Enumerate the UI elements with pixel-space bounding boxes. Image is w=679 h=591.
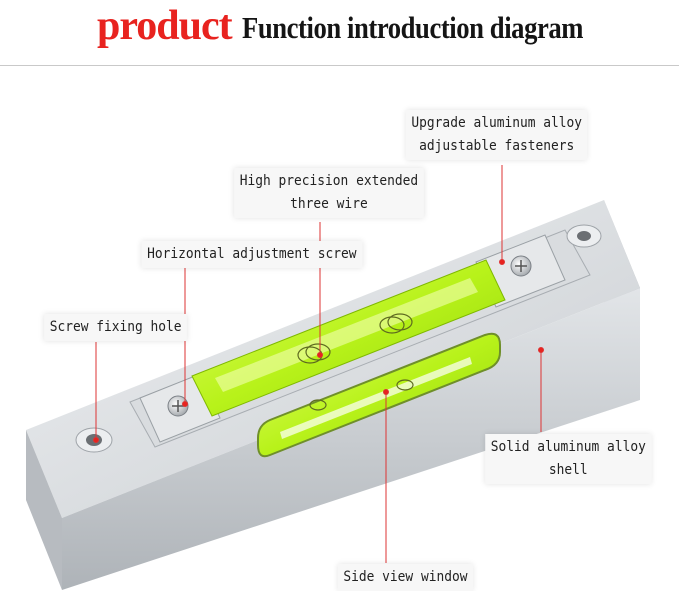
label-shell: Solid aluminum alloy shell [485,434,652,484]
right-fixing-hole-icon [566,224,602,248]
title-text: Function introduction diagram [242,10,584,45]
right-screw-icon [510,255,532,277]
title-divider [0,65,679,66]
label-fasteners: Upgrade aluminum alloy adjustable fasten… [405,110,588,160]
left-screw-icon [167,395,189,417]
label-side-window: Side view window [337,564,473,591]
title-highlight: product [97,3,233,49]
label-fixing-hole: Screw fixing hole [44,314,188,341]
label-three-wire: High precision extended three wire [234,168,424,218]
wire-coils [297,313,414,411]
title: product Function introduction diagram [0,0,679,60]
label-adjustment-screw: Horizontal adjustment screw [141,241,362,268]
level-left-face [26,430,62,590]
